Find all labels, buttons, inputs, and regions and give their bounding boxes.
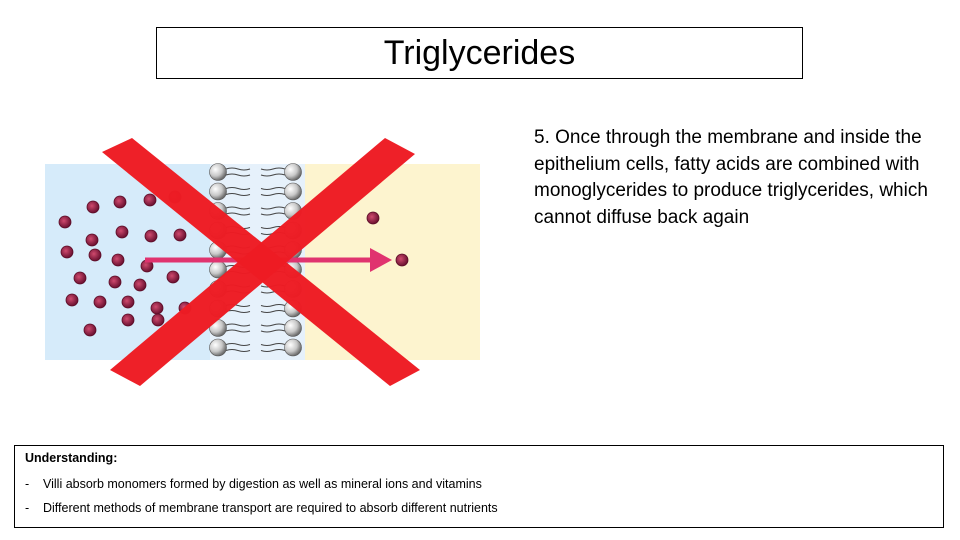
- lipid-tail: [225, 329, 251, 333]
- diffusion-diagram: [45, 138, 480, 386]
- lipid-tail: [225, 323, 251, 327]
- fatty-acid-molecule: [173, 228, 187, 242]
- fatty-acid-molecule: [115, 225, 129, 239]
- fatty-acid-molecule: [395, 253, 409, 267]
- phospholipid-head: [284, 182, 302, 201]
- fatty-acid-molecule: [121, 313, 135, 327]
- lipid-tail: [260, 323, 286, 327]
- fatty-acid-molecule: [113, 195, 127, 209]
- lipid-tail: [225, 167, 251, 171]
- phospholipid-head: [209, 163, 227, 181]
- fatty-acid-molecule: [150, 301, 164, 315]
- fatty-acid-molecule: [133, 278, 147, 292]
- lipid-tail: [260, 173, 286, 177]
- lipid-tail: [260, 343, 286, 346]
- fatty-acid-molecule: [121, 295, 135, 309]
- phospholipid-head: [209, 338, 227, 357]
- fatty-acid-molecule: [83, 323, 97, 337]
- fatty-acid-molecule: [143, 193, 157, 207]
- lipid-tail: [260, 206, 286, 210]
- lipid-tail: [260, 349, 286, 352]
- understanding-heading: Understanding:: [25, 451, 118, 465]
- fatty-acid-molecule: [58, 215, 72, 229]
- lipid-tail: [260, 193, 286, 196]
- lipid-tail: [225, 193, 251, 196]
- phospholipid-head: [284, 338, 302, 357]
- lipid-tail: [260, 329, 286, 333]
- lipid-tail: [260, 304, 286, 307]
- understanding-item: - Villi absorb monomers formed by digest…: [25, 477, 933, 491]
- understanding-item-text: Different methods of membrane transport …: [43, 501, 498, 515]
- phospholipid-head: [209, 182, 227, 201]
- description-text: 5. Once through the membrane and inside …: [534, 127, 928, 228]
- lipid-tail: [225, 206, 251, 210]
- fatty-acid-molecule: [86, 200, 100, 214]
- lipid-tail: [225, 349, 251, 352]
- fatty-acid-molecule: [60, 245, 74, 259]
- fatty-acid-molecule: [151, 313, 165, 327]
- lipid-tail: [225, 187, 251, 190]
- red-cross-icon: [102, 138, 420, 386]
- fatty-acid-molecule: [111, 253, 125, 267]
- understanding-item: - Different methods of membrane transpor…: [25, 501, 933, 515]
- lipid-tail: [225, 173, 251, 177]
- bullet-dash: -: [25, 477, 30, 491]
- slide-title: Triglycerides: [383, 33, 576, 72]
- fatty-acid-molecule: [73, 271, 87, 285]
- fatty-acid-molecule: [93, 295, 107, 309]
- fatty-acid-molecule: [88, 248, 102, 262]
- fatty-acid-molecule: [166, 270, 180, 284]
- lipid-tail: [260, 187, 286, 190]
- fatty-acid-molecule: [65, 293, 79, 307]
- fatty-acid-molecule: [144, 229, 158, 243]
- lipid-tail: [225, 343, 251, 346]
- understanding-box: Understanding: - Villi absorb monomers f…: [14, 445, 944, 528]
- understanding-item-text: Villi absorb monomers formed by digestio…: [43, 477, 482, 491]
- lipid-tail: [225, 310, 251, 313]
- phospholipid-head: [284, 163, 302, 181]
- lipid-tail: [260, 310, 286, 313]
- bullet-dash: -: [25, 501, 30, 515]
- fatty-acid-molecule: [108, 275, 122, 289]
- lipid-tail: [225, 212, 251, 216]
- lipid-tail: [260, 212, 286, 216]
- title-box: Triglycerides: [156, 27, 803, 79]
- phospholipid-head: [284, 319, 302, 337]
- fatty-acid-molecule: [85, 233, 99, 247]
- lipid-tail: [260, 167, 286, 171]
- fatty-acid-molecule: [366, 211, 380, 225]
